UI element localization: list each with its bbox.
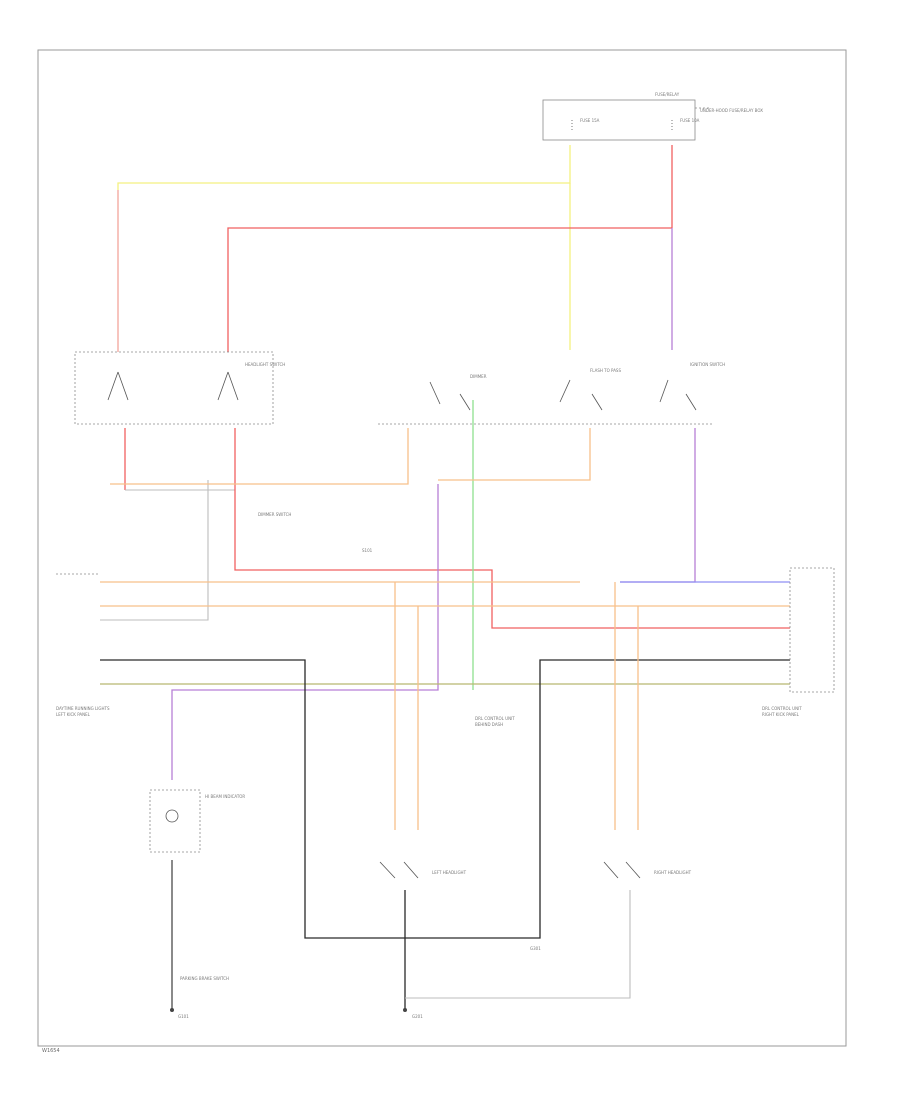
connector-right-b: RIGHT KICK PANEL — [762, 712, 800, 717]
parking-brake-label: PARKING BRAKE SWITCH — [180, 976, 229, 981]
left-connector: DAYTIME RUNNING LIGHTS LEFT KICK PANEL — [56, 573, 110, 717]
right-headlight-label: RIGHT HEADLIGHT — [654, 870, 692, 875]
diagram-footer-code: W1654 — [42, 1048, 60, 1054]
center-connector: DRL CONTROL UNIT BEHIND DASH — [475, 716, 515, 727]
connector-left-b: LEFT KICK PANEL — [56, 712, 91, 717]
ground-left-label: G101 — [178, 1014, 189, 1019]
connector-center-a: DRL CONTROL UNIT — [475, 716, 515, 721]
diagram-frame — [37, 49, 847, 1047]
wire-orange-ign-left — [110, 428, 409, 485]
splice-label: S101 — [362, 548, 373, 553]
wire-gray-dimmer — [100, 480, 209, 621]
fuse-box-label: FUSE/RELAY — [655, 92, 680, 97]
fuse2-label: FUSE 10A — [680, 118, 700, 123]
left-headlight-label: LEFT HEADLIGHT — [432, 870, 467, 875]
connector-center-b: BEHIND DASH — [475, 722, 503, 727]
headlight-switch-label: HEADLIGHT SWITCH — [245, 362, 285, 367]
ignition-switch-label: IGNITION SWITCH — [690, 362, 725, 367]
ground-center-label: G201 — [412, 1014, 423, 1019]
connector-right-a: DRL CONTROL UNIT — [762, 706, 802, 711]
flash-to-pass-label: FLASH TO PASS — [590, 368, 621, 373]
right-headlight: RIGHT HEADLIGHT — [603, 861, 692, 879]
wire-red-top — [227, 227, 672, 352]
wire-violet-ign-right — [620, 428, 696, 583]
hi-beam-indicator-label: HI BEAM INDICATOR — [205, 794, 245, 799]
wire-gray-rh-gnd — [405, 890, 631, 999]
ground-footer-label: G301 — [530, 946, 541, 951]
dimmer-switch-label: DIMMER SWITCH — [258, 512, 291, 517]
fuse1-label: FUSE 15A — [580, 118, 600, 123]
ground-symbols: G101 G201 G301 — [170, 946, 541, 1019]
connector-left-a: DAYTIME RUNNING LIGHTS — [56, 706, 110, 711]
wire-orange-ign-mid — [438, 428, 591, 481]
wire-yellow-top — [117, 145, 571, 352]
right-connector: DRL CONTROL UNIT RIGHT KICK PANEL — [762, 567, 835, 717]
headlight-switch: HEADLIGHT SWITCH — [74, 351, 285, 425]
dimmer-label: DIMMER — [470, 374, 487, 379]
wire-dark-left — [100, 659, 790, 939]
ignition-switch: FLASH TO PASS IGNITION SWITCH DIMMER — [378, 362, 725, 425]
wire-red-hs-right — [234, 428, 790, 629]
fuse-relay-box: FUSE/RELAY UNDER-HOOD FUSE/RELAY BOX FUS… — [542, 92, 763, 141]
left-headlight: LEFT HEADLIGHT — [379, 861, 467, 879]
hi-beam-indicator: HI BEAM INDICATOR — [149, 789, 245, 853]
fuse-box-desc: UNDER-HOOD FUSE/RELAY BOX — [700, 108, 763, 113]
